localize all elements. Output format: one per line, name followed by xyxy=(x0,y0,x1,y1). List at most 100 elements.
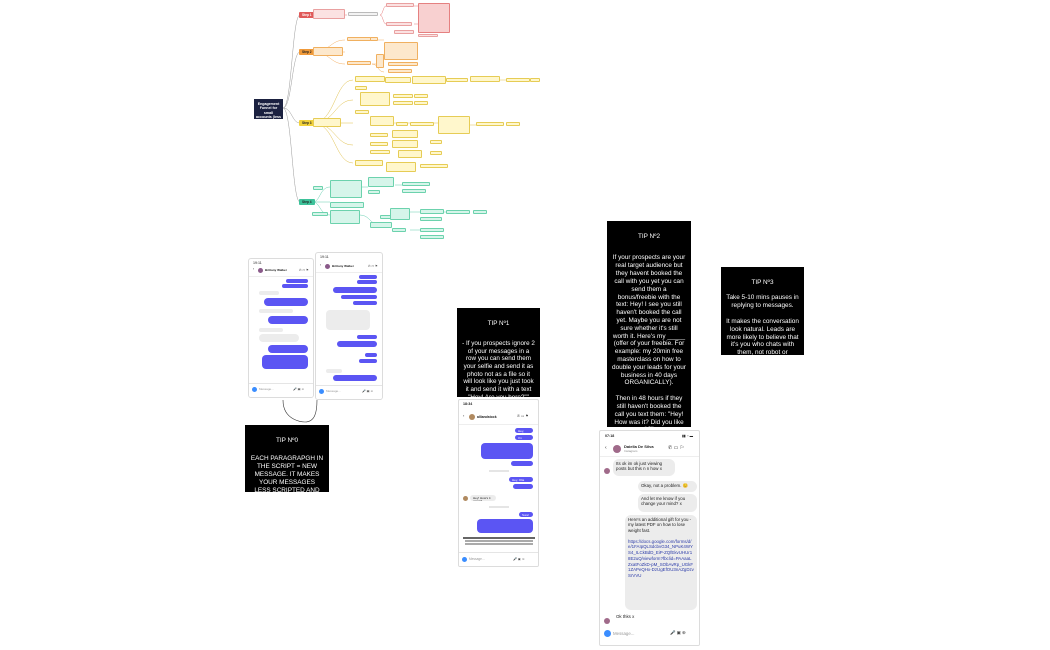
note[interactable] xyxy=(330,202,364,208)
note[interactable] xyxy=(386,3,414,7)
note[interactable] xyxy=(530,78,540,82)
note[interactable] xyxy=(355,110,369,114)
note[interactable] xyxy=(446,78,468,82)
note[interactable] xyxy=(420,235,444,239)
note[interactable] xyxy=(384,42,418,60)
note[interactable] xyxy=(355,76,385,82)
note[interactable] xyxy=(330,180,362,198)
chat-screenshot-4[interactable]: 07:18 ▮▮ ◔ ▬ ‹ Daiella De Silva Instagra… xyxy=(599,430,700,646)
note[interactable] xyxy=(376,54,384,68)
form-link[interactable]: https://docs.google.com/forms/d/e/1FAIpQ… xyxy=(628,538,694,578)
camera-icon[interactable] xyxy=(252,387,257,392)
note[interactable] xyxy=(330,210,360,224)
message-input[interactable]: Message... xyxy=(469,557,485,561)
back-arrow-icon[interactable]: ‹ xyxy=(320,263,322,267)
message-input[interactable]: Message... xyxy=(613,631,635,636)
chat-screenshot-3[interactable]: 18:34 ‹ alliandstock ✆ ▭ ⚑ Hey, Olia I'm… xyxy=(458,399,539,567)
camera-icon[interactable] xyxy=(604,630,611,637)
contact-subtitle: Instagram xyxy=(624,449,638,453)
mic-icon[interactable]: 🎤 ▣ ☺ xyxy=(513,557,526,561)
back-arrow-icon[interactable]: ‹ xyxy=(253,267,255,271)
note[interactable] xyxy=(390,208,410,220)
note[interactable] xyxy=(473,210,487,214)
note[interactable] xyxy=(420,164,448,168)
call-icon[interactable]: ✆ ▭ ⚑ xyxy=(299,268,309,272)
note[interactable] xyxy=(355,160,383,166)
note[interactable] xyxy=(446,210,470,214)
note[interactable] xyxy=(347,61,371,65)
note[interactable] xyxy=(368,177,394,187)
note[interactable] xyxy=(394,30,414,34)
note[interactable] xyxy=(313,9,345,19)
note[interactable] xyxy=(420,209,444,214)
note[interactable] xyxy=(430,151,442,155)
call-icon[interactable]: ✆ ▭ ⚑ xyxy=(517,414,529,418)
mic-icon[interactable]: 🎤 ▣ ⊕ xyxy=(670,630,686,635)
step-3-node[interactable]: Step 3 xyxy=(299,120,315,126)
note[interactable] xyxy=(420,228,444,232)
note[interactable] xyxy=(388,69,412,73)
note[interactable] xyxy=(418,3,450,33)
chat-screenshot-2[interactable]: 19:11 ‹ Brittany Walker ✆ ▭ ⚑ Message...… xyxy=(315,252,383,400)
chat-screenshot-1[interactable]: 19:11 ‹ Brittany Walker ✆ ▭ ⚑ Message...… xyxy=(248,258,314,398)
note[interactable] xyxy=(313,118,341,127)
note[interactable] xyxy=(347,37,371,41)
note[interactable] xyxy=(313,47,343,56)
note[interactable] xyxy=(386,22,412,26)
note[interactable] xyxy=(402,189,426,193)
note[interactable] xyxy=(355,86,367,90)
note[interactable] xyxy=(410,122,434,126)
note[interactable] xyxy=(402,182,430,186)
back-arrow-icon[interactable]: ‹ xyxy=(463,413,465,418)
note[interactable] xyxy=(392,228,406,232)
contact-name: Brittany Walker xyxy=(332,264,354,268)
note[interactable] xyxy=(414,94,428,98)
note[interactable] xyxy=(393,94,413,98)
note[interactable] xyxy=(392,140,418,148)
note[interactable] xyxy=(313,186,323,190)
note[interactable] xyxy=(385,77,411,83)
note[interactable] xyxy=(506,122,520,126)
note[interactable] xyxy=(370,142,388,146)
step-4-node[interactable]: Step 4 xyxy=(299,199,315,205)
message-input[interactable]: Message... xyxy=(259,387,274,391)
note[interactable] xyxy=(420,217,442,221)
note[interactable] xyxy=(370,133,388,137)
mic-icon[interactable]: 🎤 ▣ ☺ xyxy=(362,389,374,393)
note[interactable] xyxy=(370,116,394,126)
note[interactable] xyxy=(348,12,378,16)
call-icon[interactable]: ✆ ▭ ⚑ xyxy=(368,264,378,268)
note[interactable] xyxy=(398,150,422,158)
note[interactable] xyxy=(360,92,390,106)
note[interactable] xyxy=(476,122,504,126)
note[interactable] xyxy=(370,150,390,154)
note[interactable] xyxy=(506,78,530,82)
mic-icon[interactable]: 🎤 ▣ ☺ xyxy=(293,387,305,391)
note[interactable] xyxy=(438,116,470,134)
message-composer: Message... 🎤 ▣ ☺ xyxy=(459,552,538,566)
note[interactable] xyxy=(418,34,438,37)
step-1-node[interactable]: Step 1 xyxy=(299,12,315,18)
note[interactable] xyxy=(392,130,418,138)
tip-2-title: TIP Nº2 xyxy=(637,232,661,240)
note[interactable] xyxy=(386,162,416,172)
back-arrow-icon[interactable]: ‹ xyxy=(605,445,607,451)
note[interactable] xyxy=(370,222,392,228)
note[interactable] xyxy=(370,37,378,41)
message-input[interactable]: Message... xyxy=(326,389,341,393)
note[interactable] xyxy=(414,101,428,105)
note[interactable] xyxy=(388,62,418,66)
note[interactable] xyxy=(470,76,500,82)
call-icon[interactable]: ✆ ▭ ⚐ xyxy=(668,445,685,451)
status-time: 07:18 xyxy=(605,434,615,438)
timestamp xyxy=(489,506,509,508)
note[interactable] xyxy=(393,101,413,105)
note[interactable] xyxy=(368,190,380,194)
note[interactable] xyxy=(396,122,408,126)
note[interactable] xyxy=(412,76,446,84)
step-2-node[interactable]: Step 2 xyxy=(299,49,315,55)
note[interactable] xyxy=(430,140,442,144)
note[interactable] xyxy=(312,212,328,216)
camera-icon[interactable] xyxy=(462,557,467,562)
camera-icon[interactable] xyxy=(319,389,324,394)
